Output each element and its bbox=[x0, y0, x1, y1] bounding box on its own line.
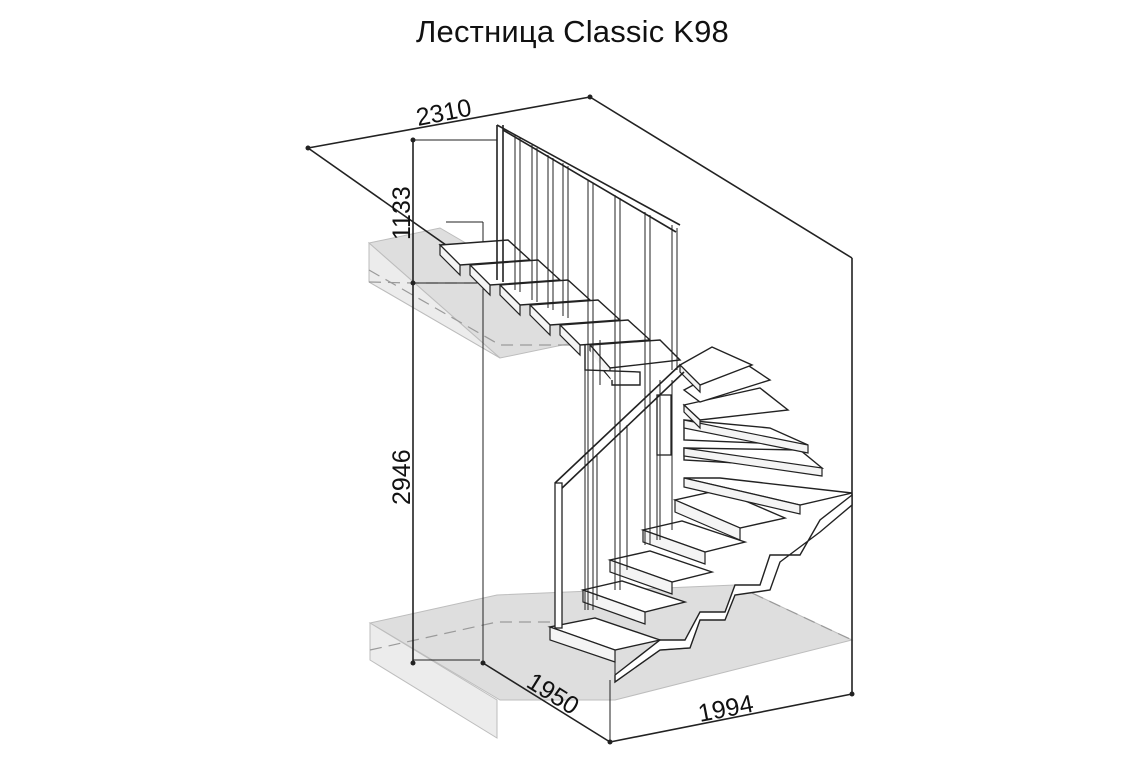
dim-floor-height: 2946 bbox=[388, 449, 416, 505]
lower-handrail bbox=[554, 364, 685, 629]
page-title: Лестница Classic K98 bbox=[415, 14, 729, 49]
dim-top-width: 2310 bbox=[414, 94, 474, 132]
dim-width: 1994 bbox=[696, 690, 756, 728]
dim-rail-height: 1133 bbox=[388, 186, 416, 240]
lower-flight bbox=[547, 489, 853, 684]
upper-railing bbox=[496, 124, 681, 610]
winder-steps bbox=[656, 346, 853, 540]
dimension-lines bbox=[305, 94, 855, 745]
